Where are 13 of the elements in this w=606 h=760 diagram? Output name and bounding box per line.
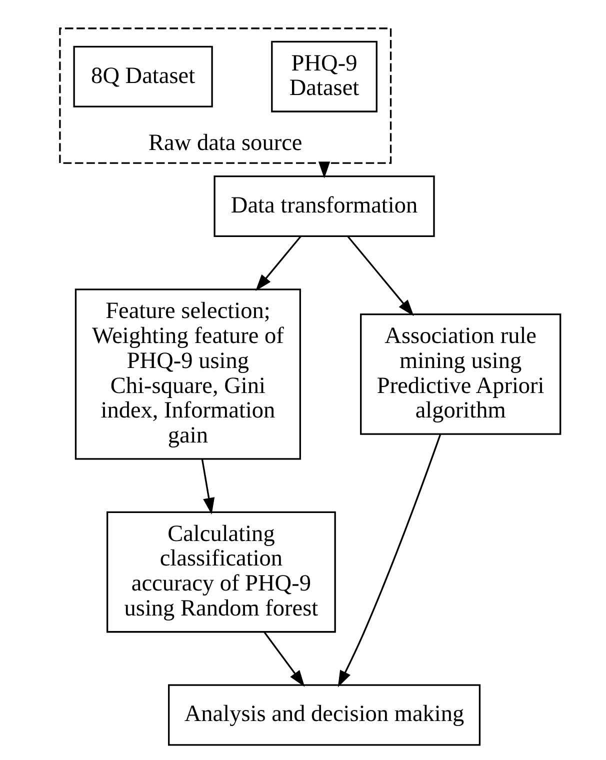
arrow [346, 236, 414, 316]
arrow [200, 459, 214, 515]
node-box: PHQ-9 Dataset [270, 40, 377, 112]
node-box: Data transformation [213, 176, 434, 238]
arrow [318, 162, 330, 178]
node-box: Calculating classification accuracy of PHQ-9 using Random forest [106, 511, 336, 633]
node-box: Analysis and decision making [168, 684, 480, 746]
node-box: Association rule mining using Predictive Apriori algorithm [360, 314, 561, 435]
arrow [337, 434, 441, 688]
node-box: 8Q Dataset [72, 46, 212, 108]
arrow [255, 236, 301, 291]
arrow [263, 632, 304, 687]
node-box: Feature selection; Weighting feature of PHQ-9 using Chi-square, Gini index, Information gain [74, 288, 300, 460]
